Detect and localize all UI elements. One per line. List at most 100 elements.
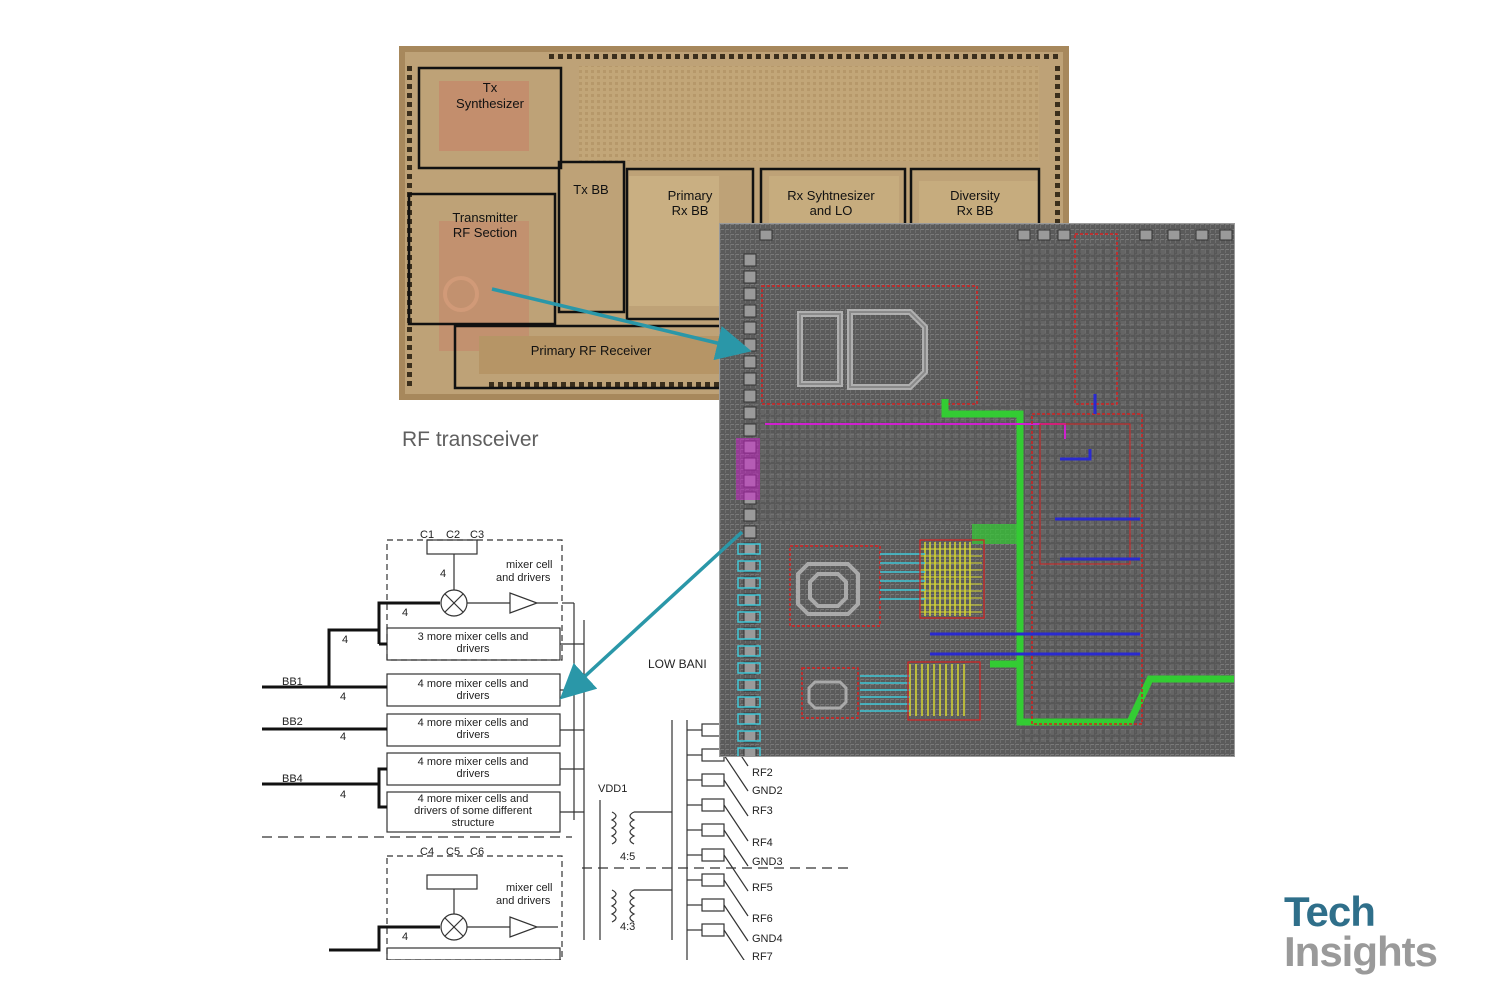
die-label-transmitter-2: RF Section <box>453 225 517 240</box>
pin-gnd4: GND4 <box>752 933 783 945</box>
die-pad <box>1055 210 1060 215</box>
die-label-tx-synth-1: Tx <box>483 80 498 95</box>
die-pad <box>407 372 412 377</box>
die-pad <box>407 363 412 368</box>
die-pad <box>1017 54 1022 59</box>
die-pad <box>696 382 701 387</box>
die-pad <box>945 54 950 59</box>
layout-pad-highlight <box>737 730 761 742</box>
layout-pad <box>743 253 757 267</box>
layout-pad <box>743 678 757 692</box>
die-pad <box>678 382 683 387</box>
die-pad <box>570 382 575 387</box>
die-pad <box>855 54 860 59</box>
die-pad <box>558 54 563 59</box>
layout-block <box>919 539 985 619</box>
die-pad <box>407 345 412 350</box>
layout-pad <box>743 712 757 726</box>
layout-pad <box>1017 229 1031 241</box>
mixer-label-1b: and drivers <box>496 572 551 584</box>
layout-pad <box>743 304 757 318</box>
die-pad <box>407 111 412 116</box>
die-label-primary-rf-receiver: Primary RF Receiver <box>531 343 652 358</box>
die-pad <box>585 54 590 59</box>
box-5-line-3: structure <box>452 817 495 829</box>
layout-pad <box>743 389 757 403</box>
die-pad <box>819 54 824 59</box>
pin-rf7: RF7 <box>752 951 773 960</box>
switch-lead <box>723 779 749 817</box>
die-pad <box>507 382 512 387</box>
die-pad <box>561 382 566 387</box>
die-pad <box>407 354 412 359</box>
layout-pad-highlight <box>737 747 761 756</box>
die-pad <box>407 129 412 134</box>
die-pad <box>615 382 620 387</box>
die-pad <box>407 84 412 89</box>
die-pad <box>516 382 521 387</box>
ratio-2: 4:3 <box>620 921 635 933</box>
layout-pad <box>743 559 757 573</box>
die-pad <box>711 54 716 59</box>
die-pad <box>792 54 797 59</box>
switch-lead <box>723 854 749 892</box>
layout-pad <box>743 542 757 556</box>
die-pad <box>1055 102 1060 107</box>
box-4-line-2: drivers <box>456 768 490 780</box>
die-pad <box>630 54 635 59</box>
die-pad <box>588 382 593 387</box>
die-pad <box>669 382 674 387</box>
die-pad <box>407 66 412 71</box>
mixer-label-2b: and drivers <box>496 895 551 907</box>
layout-pad-highlight <box>737 696 761 708</box>
layout-pad <box>743 355 757 369</box>
die-pad <box>1055 147 1060 152</box>
layout-pad <box>743 610 757 624</box>
die-pad <box>612 54 617 59</box>
die-pad <box>756 54 761 59</box>
die-pad <box>675 54 680 59</box>
layout-pad <box>743 644 757 658</box>
die-pad <box>936 54 941 59</box>
bus-width-2: 4 <box>402 607 408 619</box>
box-3-line-2: drivers <box>456 729 490 741</box>
pin-rf6: RF6 <box>752 913 773 925</box>
cap-c1: C1 <box>420 529 434 541</box>
die-pad <box>705 382 710 387</box>
die-pad <box>684 54 689 59</box>
layout-pad <box>1057 229 1071 241</box>
switch <box>701 898 725 912</box>
die-label-tx-bb: Tx BB <box>573 182 608 197</box>
layout-block <box>907 661 981 721</box>
die-pad <box>999 54 1004 59</box>
switch-lead <box>723 929 745 960</box>
die-pad <box>873 54 878 59</box>
layout-pad <box>1219 229 1233 241</box>
switch-lead <box>723 829 749 867</box>
die-pad <box>900 54 905 59</box>
die-pad <box>801 54 806 59</box>
die-pad <box>407 147 412 152</box>
die-pad <box>606 382 611 387</box>
die-label-diversity-2: Rx BB <box>957 203 994 218</box>
die-pad <box>846 54 851 59</box>
die-pad <box>498 382 503 387</box>
die-label-diversity-1: Diversity <box>950 188 1000 203</box>
switch-lead <box>723 879 749 917</box>
layout-pad <box>743 423 757 437</box>
box-1-line-1: 3 more mixer cells and <box>418 631 529 643</box>
pin-rf5: RF5 <box>752 882 773 894</box>
die-label-rx-synth-1: Rx Syhtnesizer <box>787 188 875 203</box>
die-pad <box>765 54 770 59</box>
die-block-transmitter-rf <box>407 192 557 326</box>
die-pad <box>407 327 412 332</box>
die-pad <box>1026 54 1031 59</box>
die-pad <box>549 54 554 59</box>
die-pad <box>1055 165 1060 170</box>
die-pad <box>633 382 638 387</box>
die-pad <box>657 54 662 59</box>
cap-c5: C5 <box>446 846 460 858</box>
box-4-line-1: 4 more mixer cells and <box>418 756 529 768</box>
die-pad <box>603 54 608 59</box>
die-pad <box>552 382 557 387</box>
